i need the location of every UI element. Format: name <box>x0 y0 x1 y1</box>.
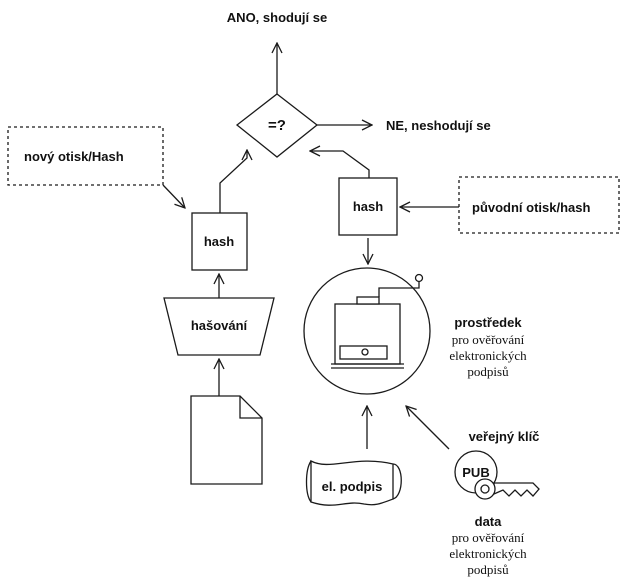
data-desc-line: podpisů <box>467 562 509 577</box>
match-outcome-label: ANO, shodují se <box>227 10 327 25</box>
left-hash-label: hash <box>204 234 234 249</box>
public-key-arrow-icon <box>406 406 450 450</box>
device-desc-line: pro ověřování <box>452 332 525 347</box>
device-title: prostředek <box>454 315 522 330</box>
left-to-compare-arrow-icon <box>219 150 247 213</box>
pub-badge: PUB <box>462 465 489 480</box>
scroll-icon <box>305 459 402 506</box>
left-hash-box <box>191 212 248 271</box>
original-hash-box <box>458 176 620 234</box>
device-icon <box>331 273 424 369</box>
device-desc-line: elektronických <box>449 348 527 363</box>
right-to-compare-arrow-icon <box>310 151 370 178</box>
device-desc-line: podpisů <box>467 364 509 379</box>
right-hash-label: hash <box>353 199 383 214</box>
data-desc-line: pro ověřování <box>452 530 525 545</box>
compare-diamond <box>235 93 319 158</box>
new-hash-label: nový otisk/Hash <box>24 149 124 164</box>
compare-symbol: =? <box>268 117 286 134</box>
hashing-label: hašování <box>191 318 248 333</box>
public-key-label: veřejný klíč <box>469 429 540 444</box>
data-title: data <box>475 514 503 529</box>
document-icon <box>190 395 263 485</box>
mismatch-outcome-label: NE, neshodují se <box>386 118 491 133</box>
right-hash-box <box>338 177 398 236</box>
signature-label: el. podpis <box>322 479 383 494</box>
hashing-trapezoid <box>163 297 275 356</box>
data-desc-line: elektronických <box>449 546 527 561</box>
new-hash-box <box>7 126 164 186</box>
key-icon <box>454 450 540 500</box>
new-hash-arrow-icon <box>162 184 185 208</box>
original-hash-label: původní otisk/hash <box>472 200 591 215</box>
